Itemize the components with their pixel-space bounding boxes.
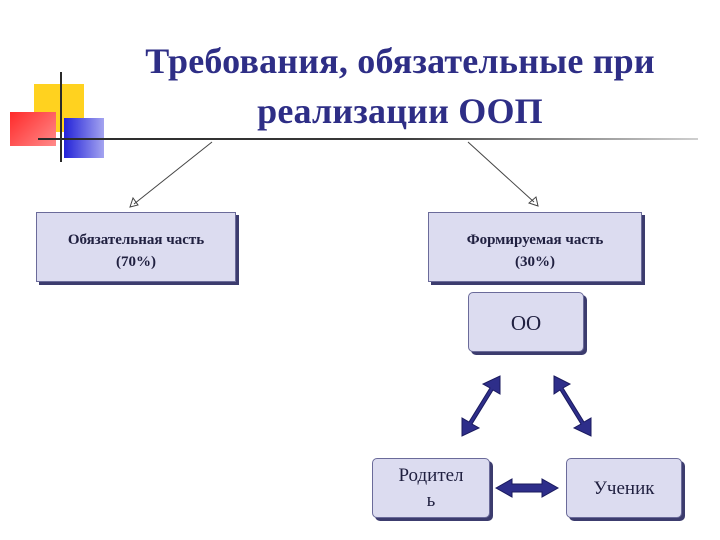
arrow-to-mandatory [133, 141, 213, 205]
double-arrow-parent-student [494, 478, 560, 498]
page-title: Требования, обязательные при реализации … [100, 36, 700, 136]
mandatory-part-label: Обязательная часть [67, 232, 205, 248]
formed-part-percent: (30%) [515, 254, 555, 270]
decor-red-square [10, 112, 56, 146]
student-box: Ученик [566, 458, 682, 518]
arrow-to-formed [467, 141, 535, 203]
parent-label-line-1: Родител [398, 465, 464, 486]
arrowhead-mandatory [129, 196, 139, 208]
title-line-2: реализации ООП [257, 91, 543, 131]
double-arrow-parent-oo [461, 375, 501, 437]
title-line-1: Требования, обязательные при [145, 41, 655, 81]
oo-box: ОО [468, 292, 584, 352]
decor-vertical-line [60, 72, 62, 162]
title-underline [38, 138, 698, 140]
mandatory-part-box: Обязательная часть (70%) [36, 212, 236, 282]
arrowhead-formed [528, 196, 539, 207]
parent-box: Родител ь [372, 458, 490, 518]
parent-label-line-2: ь [426, 490, 436, 511]
formed-part-label: Формируемая часть [466, 232, 604, 248]
mandatory-part-percent: (70%) [116, 254, 156, 270]
double-arrow-oo-student [553, 375, 592, 437]
formed-part-box: Формируемая часть (30%) [428, 212, 642, 282]
